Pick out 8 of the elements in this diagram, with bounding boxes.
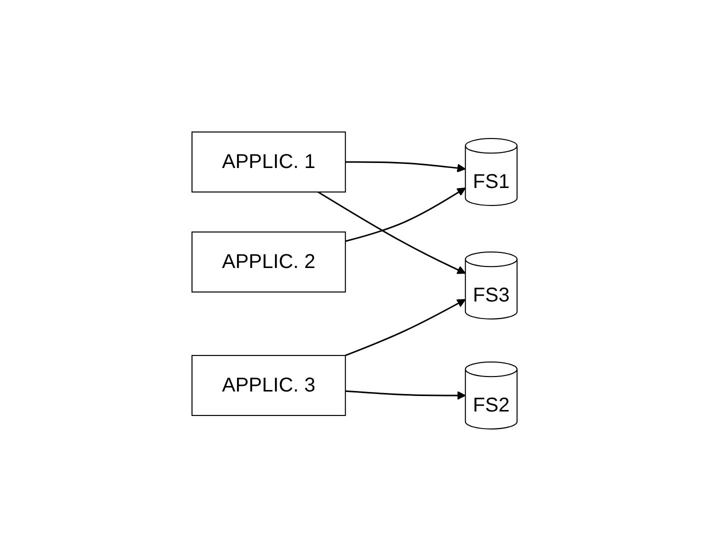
arrow [346, 298, 466, 356]
node-box: APPLIC. 1 [192, 131, 346, 192]
arrow [318, 190, 466, 274]
arrow [346, 160, 466, 172]
node-box: APPLIC. 2 [192, 231, 346, 292]
arrow [346, 187, 466, 242]
arrow [346, 390, 466, 400]
node-box: APPLIC. 3 [192, 354, 346, 416]
